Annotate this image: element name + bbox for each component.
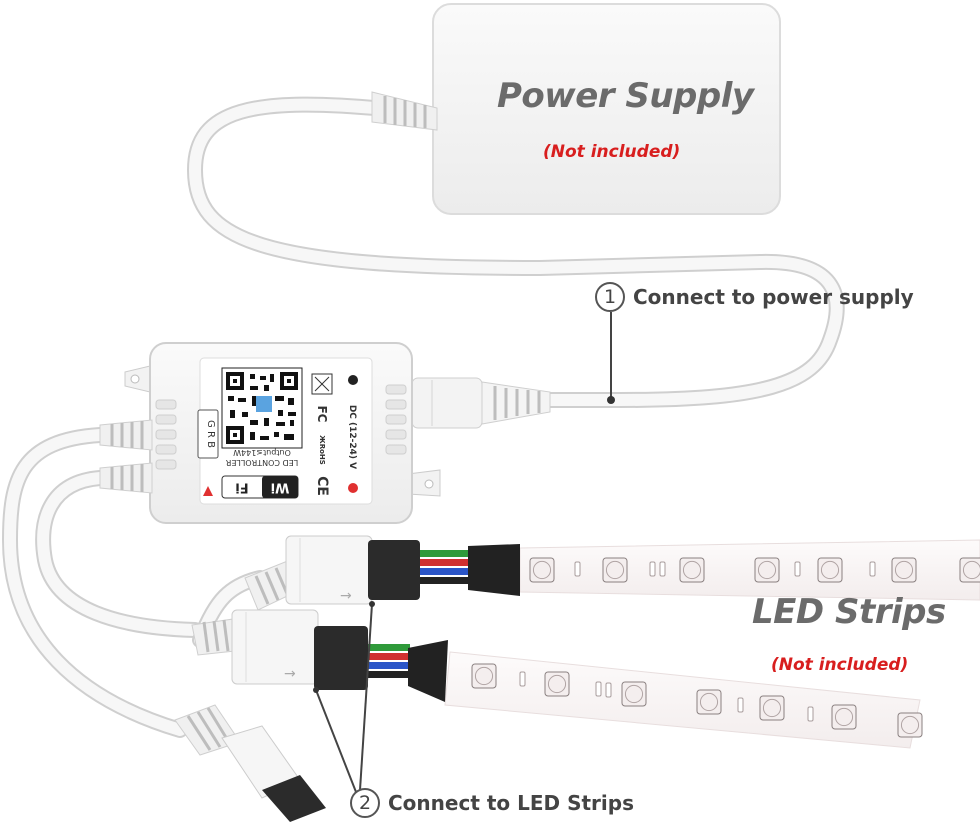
led-chip-lens	[547, 674, 567, 694]
strip-resistor	[869, 561, 876, 577]
ce-mark: CE	[314, 476, 330, 496]
led-strip-1	[519, 539, 980, 601]
step1-pointer	[607, 312, 615, 404]
controller-right-ribs	[385, 384, 407, 455]
strip-connector-2: →	[191, 609, 448, 702]
power-supply-box	[371, 3, 781, 215]
step2-number: 2	[350, 788, 380, 818]
strip-connector-1: →	[244, 535, 520, 611]
led-chip-lens	[624, 684, 644, 704]
power-cable	[186, 96, 845, 408]
step1-text: Connect to power supply	[633, 285, 914, 309]
loose-connector	[174, 704, 326, 822]
svg-text:Wi: Wi	[271, 480, 290, 495]
led-chip-lens	[532, 560, 552, 580]
controller-output-text: Output≤144W	[233, 448, 291, 457]
step2-pointers	[313, 601, 375, 793]
strip-resistor	[737, 697, 744, 713]
led-chip-lens	[762, 698, 782, 718]
strip-resistor	[649, 561, 656, 577]
controller-left-ribs	[155, 399, 177, 470]
led-controller: Fi Wi LED CONTROLLER Output≤144W FC ЖRoH…	[124, 342, 441, 524]
qr-code	[221, 367, 303, 449]
led-chip-lens	[474, 666, 494, 686]
led-strips-note: (Not included)	[771, 655, 909, 675]
step1-number: 1	[595, 282, 625, 312]
fc-mark: FC	[315, 405, 329, 422]
step1-label: 1 Connect to power supply	[595, 282, 914, 312]
power-supply-title: Power Supply	[497, 76, 754, 116]
controller-cable-reliefs	[99, 419, 153, 494]
step2-label: 2 Connect to LED Strips	[350, 788, 634, 818]
led-chip	[959, 557, 980, 583]
led-chip-lens	[962, 560, 980, 580]
strip-resistor	[574, 561, 581, 577]
led-strip-2	[444, 651, 923, 749]
step2-text: Connect to LED Strips	[388, 791, 634, 815]
led-chip-lens	[894, 560, 914, 580]
led-chip-lens	[699, 692, 719, 712]
led-strips-title: LED Strips	[752, 592, 946, 632]
power-supply-note: (Not included)	[543, 142, 681, 162]
led-chip-lens	[757, 560, 777, 580]
channels-label: G R B	[205, 420, 216, 448]
strip-resistor	[807, 706, 814, 722]
led-chip-lens	[682, 560, 702, 580]
controller-dc-text: DC (12-24) V	[347, 405, 357, 469]
wifi-logo: Fi Wi	[221, 475, 299, 499]
strip-resistor	[794, 561, 801, 577]
controller-model-text: LED CONTROLLER	[225, 458, 298, 467]
led-chip-lens	[605, 560, 625, 580]
power-supply-strain-relief	[371, 91, 438, 131]
led-chip-lens	[900, 715, 920, 735]
svg-text:Fi: Fi	[235, 480, 248, 495]
strip-resistor	[659, 561, 666, 577]
svg-text:→: →	[284, 666, 296, 682]
led-chip-lens	[834, 707, 854, 727]
led-chip-lens	[820, 560, 840, 580]
svg-text:ЖRoHS: ЖRoHS	[318, 435, 326, 465]
strip-resistor	[595, 681, 602, 697]
strip-resistor	[519, 671, 526, 687]
strip-resistor	[605, 682, 612, 698]
svg-text:→: →	[340, 588, 352, 604]
dc-connector	[411, 377, 551, 429]
